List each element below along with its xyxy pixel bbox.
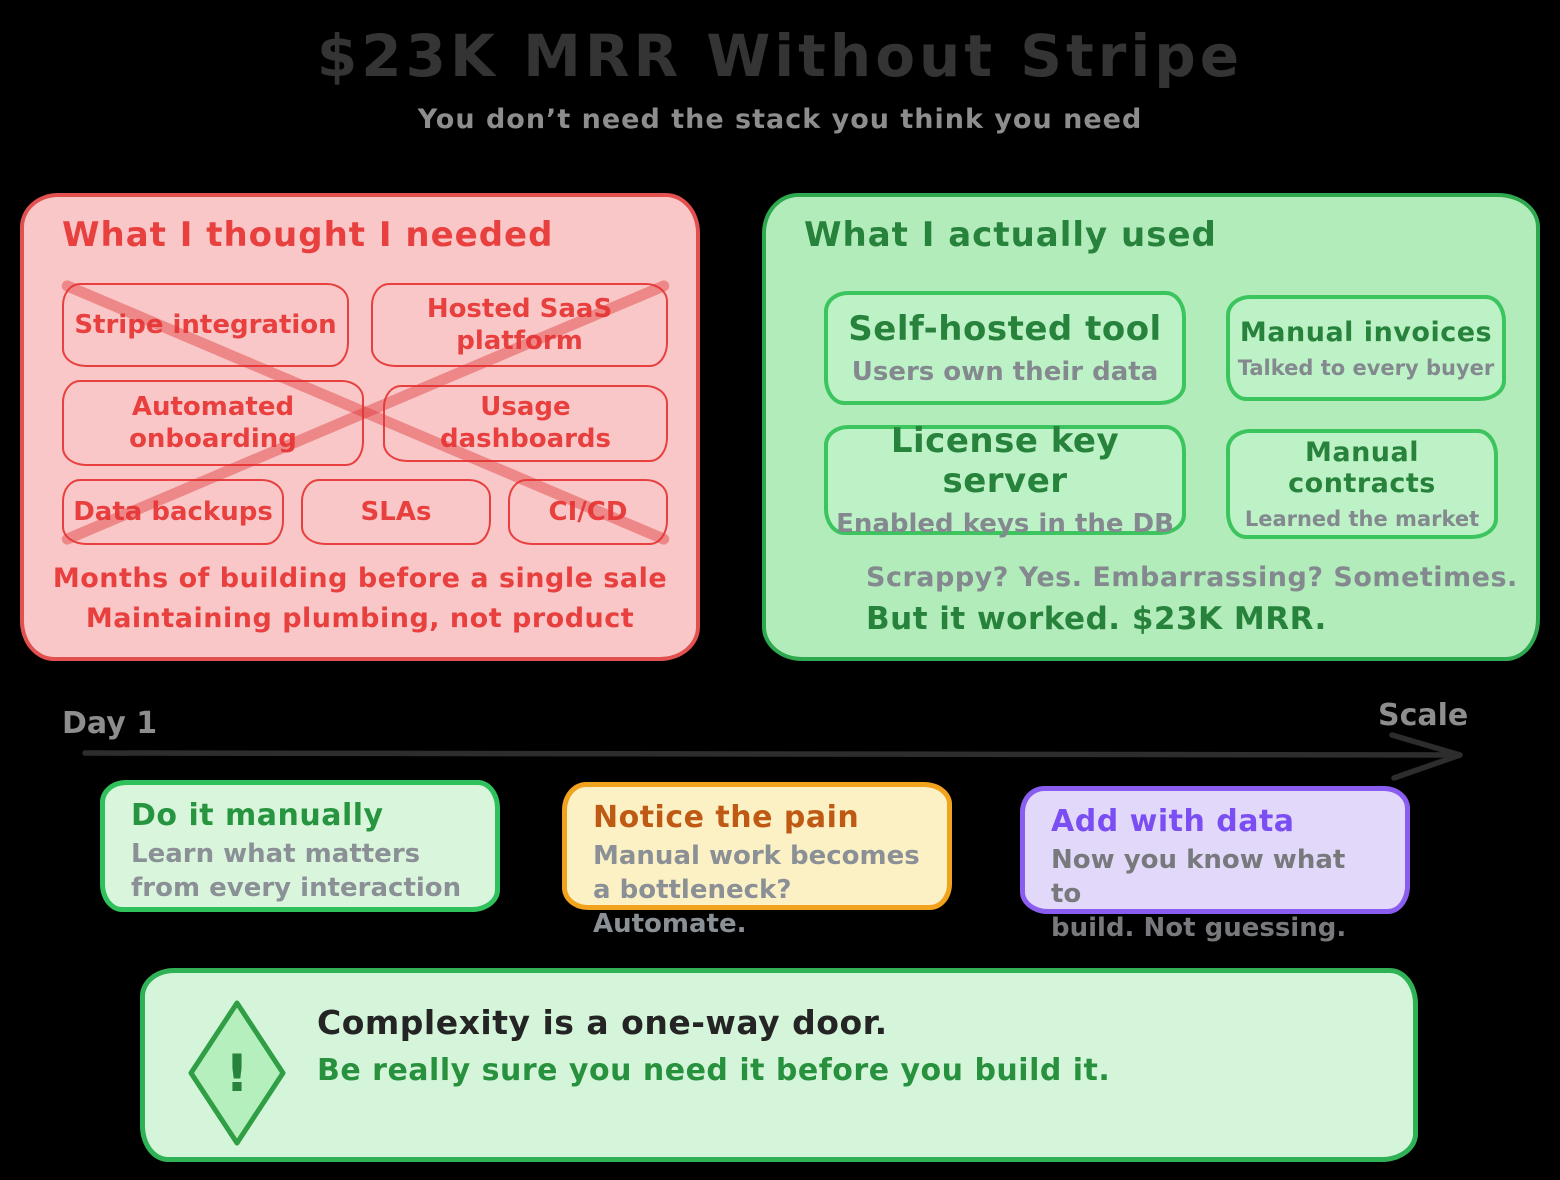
stage-title: Do it manually xyxy=(131,798,384,833)
stage-body: Learn what matters from every interactio… xyxy=(131,839,462,903)
used-panel-title: What I actually used xyxy=(804,215,1217,255)
callout-title: Complexity is a one-way door. xyxy=(317,1003,888,1042)
used-card-title: Self-hosted tool xyxy=(848,309,1162,349)
timeline-end-label: Scale xyxy=(1378,698,1469,733)
stage-notice-the-pain: Notice the pain Manual work becomes a bo… xyxy=(562,782,952,939)
thought-panel: What I thought I needed Stripe integrati… xyxy=(20,193,700,661)
thought-item-cicd: CI/CD xyxy=(508,479,668,545)
used-card-title: Manual invoices xyxy=(1239,316,1493,348)
used-card-title: License key server xyxy=(890,421,1120,501)
timeline-start-label: Day 1 xyxy=(62,706,158,741)
stage-body: Now you know what to build. Not guessing… xyxy=(1051,845,1347,943)
thought-panel-title: What I thought I needed xyxy=(62,215,554,255)
used-panel: What I actually used Self-hosted tool Us… xyxy=(762,193,1540,661)
thought-panel-footer-1: Months of building before a single sale xyxy=(52,563,668,594)
thought-item-automated-onboarding: Automated onboarding xyxy=(62,380,364,466)
thought-panel-footer-2: Maintaining plumbing, not product xyxy=(85,603,635,634)
thought-items-grid: Stripe integration Hosted SaaS platform … xyxy=(62,283,668,545)
used-panel-footer-muted: Scrappy? Yes. Embarrassing? Sometimes. xyxy=(866,562,1518,593)
stage-body: Manual work becomes a bottleneck? Automa… xyxy=(593,841,920,939)
used-card-manual-contracts: Manual contracts Learned the market xyxy=(1226,429,1498,539)
used-card-subtitle: Talked to every buyer xyxy=(1237,355,1495,380)
warning-exclamation-glyph: ! xyxy=(225,1044,249,1104)
callout-banner: ! Complexity is a one-way door. Be reall… xyxy=(140,968,1418,1162)
timeline-arrow-icon xyxy=(82,732,1463,781)
used-card-manual-invoices: Manual invoices Talked to every buyer xyxy=(1226,295,1506,401)
used-card-license-key-server: License key server Enabled keys in the D… xyxy=(824,421,1186,539)
used-panel-footer-strong: But it worked. $23K MRR. xyxy=(866,601,1327,637)
stage-title: Notice the pain xyxy=(593,800,860,835)
stage-title: Add with data xyxy=(1051,804,1295,839)
thought-item-slas: SLAs xyxy=(301,479,491,545)
thought-item-data-backups: Data backups xyxy=(62,479,284,545)
used-card-self-hosted-tool: Self-hosted tool Users own their data xyxy=(824,291,1186,405)
thought-item-stripe-integration: Stripe integration xyxy=(62,283,349,367)
thought-item-hosted-saas-platform: Hosted SaaS platform xyxy=(371,283,668,367)
stage-add-with-data: Add with data Now you know what to build… xyxy=(1020,786,1410,943)
warning-diamond-icon: ! xyxy=(188,1000,286,1146)
used-card-subtitle: Learned the market xyxy=(1244,507,1480,531)
used-card-subtitle: Users own their data xyxy=(851,357,1159,387)
callout-subtitle: Be really sure you need it before you bu… xyxy=(317,1053,1111,1088)
page-subtitle: You don’t need the stack you think you n… xyxy=(417,104,1143,135)
used-card-title: Manual contracts xyxy=(1288,437,1436,499)
page-title: $23K MRR Without Stripe xyxy=(316,22,1244,90)
stage-do-it-manually: Do it manually Learn what matters from e… xyxy=(100,780,500,912)
thought-item-usage-dashboards: Usage dashboards xyxy=(383,384,668,462)
used-card-subtitle: Enabled keys in the DB xyxy=(836,509,1174,539)
